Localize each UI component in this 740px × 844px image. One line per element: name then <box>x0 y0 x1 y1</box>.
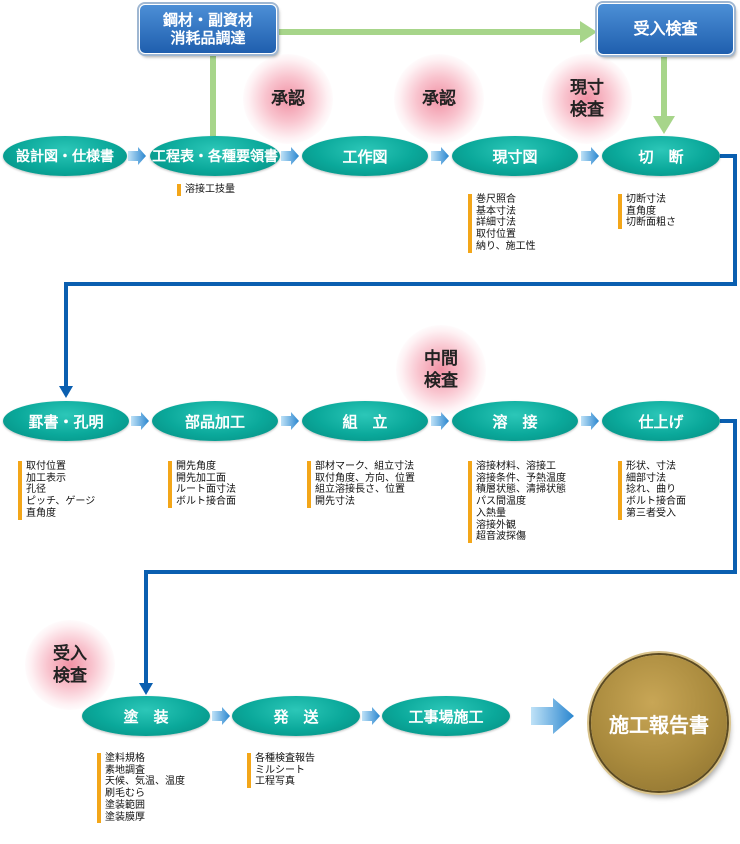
connector-arrowhead <box>59 386 73 398</box>
note-schedule: 溶接工技量 <box>177 184 235 196</box>
note-marking: 取付位置加工表示孔径ピッチ、ゲージ直角度 <box>18 461 95 520</box>
intermediate-stamp-line1: 中間 <box>424 349 458 369</box>
note-item: 第三者受入 <box>626 507 676 519</box>
construction-report: 施工報告書 <box>591 655 727 791</box>
note-full-size: 巻尺照合基本寸法詳細寸法取付位置納り、施工性 <box>468 194 536 253</box>
note-item: 工程写真 <box>255 776 295 788</box>
note-item: 部材マーク、組立寸法 <box>315 461 415 472</box>
note-item: 直角度 <box>626 205 656 217</box>
materials-label-2: 消耗品調達 <box>170 29 246 47</box>
note-item: 取付角度、方向、位置 <box>315 472 415 484</box>
node-cutting: 切 断 <box>602 136 720 176</box>
receiving-label: 受入検査 <box>633 19 698 38</box>
materials-label-1: 鋼材・副資材 <box>162 11 253 29</box>
note-item: ボルト接合面 <box>176 496 236 508</box>
connector-arrowhead <box>139 683 153 695</box>
materials-procurement-box: 鋼材・副資材 消耗品調達 <box>139 4 277 54</box>
note-item: 開先角度 <box>176 461 216 472</box>
node-full-size-drawing: 現寸図 <box>452 136 578 176</box>
note-item: 溶接条件、予熱温度 <box>476 472 566 484</box>
node-marking-drilling: 罫書・孔明 <box>3 401 129 441</box>
note-item: 切断面粗さ <box>626 217 676 229</box>
onsite-stamp-line2: 検査 <box>570 100 604 120</box>
onsite-inspection-stamp: 現寸 検査 <box>542 54 632 144</box>
node-assembly: 組 立 <box>302 401 428 441</box>
note-item: 取付位置 <box>476 229 516 241</box>
note-item: 開先加工面 <box>176 472 226 484</box>
note-item: 刷毛むら <box>105 788 145 800</box>
node-shop-drawing: 工作図 <box>302 136 428 176</box>
note-item: ルート面寸法 <box>176 484 236 496</box>
construction-report-label: 施工報告書 <box>609 712 709 737</box>
note-item: 塗装範囲 <box>105 799 145 811</box>
note-item: 納り、施工性 <box>476 240 536 252</box>
note-item: 詳細寸法 <box>476 217 516 229</box>
note-item: 開先寸法 <box>315 496 355 508</box>
receiving-stamp-line2: 検査 <box>53 666 87 686</box>
note-item: 孔径 <box>26 484 46 496</box>
note-item: 溶接工技量 <box>185 184 235 195</box>
receiving-arrowhead <box>653 116 675 134</box>
note-item: 超音波探傷 <box>476 531 526 543</box>
note-item: 形状、寸法 <box>626 461 676 472</box>
note-item: ミルシート <box>255 764 305 776</box>
note-item: 各種検査報告 <box>255 753 315 764</box>
connector-row1-row2 <box>64 154 737 388</box>
approval-stamp-1: 承認 <box>243 54 333 144</box>
note-item: 溶接材料、溶接工 <box>476 461 556 472</box>
node-design-drawings: 設計図・仕様書 <box>3 136 127 176</box>
node-welding: 溶 接 <box>452 401 578 441</box>
note-item: 基本寸法 <box>476 205 516 217</box>
receiving-inspection-box: 受入検査 <box>597 3 734 55</box>
note-item: パス間温度 <box>476 496 526 508</box>
note-item: ボルト接合面 <box>626 496 686 508</box>
note-item: 組立溶接長さ、位置 <box>315 484 405 496</box>
note-item: 天候、気温、温度 <box>105 776 185 788</box>
note-finishing: 形状、寸法細部寸法捻れ、曲りボルト接合面第三者受入 <box>618 461 686 520</box>
note-item: 切断寸法 <box>626 194 666 205</box>
note-parts: 開先角度開先加工面ルート面寸法ボルト接合面 <box>168 461 236 508</box>
note-item: 素地調査 <box>105 764 145 776</box>
node-site-construction: 工事場施工 <box>382 696 510 736</box>
onsite-stamp-line1: 現寸 <box>570 78 604 98</box>
note-item: 塗料規格 <box>105 753 145 764</box>
supply-arrowhead <box>580 21 597 43</box>
node-painting: 塗 装 <box>82 696 210 736</box>
note-cutting: 切断寸法直角度切断面粗さ <box>618 194 676 230</box>
node-shipping: 発 送 <box>232 696 360 736</box>
intermediate-stamp-line2: 検査 <box>424 371 458 391</box>
note-item: 捻れ、曲り <box>626 484 677 496</box>
note-item: 入熱量 <box>476 507 506 519</box>
note-welding: 溶接材料、溶接工溶接条件、予熱温度積層状態、清掃状態パス間温度入熱量溶接外観超音… <box>468 461 566 543</box>
note-item: 塗装膜厚 <box>105 811 145 823</box>
intermediate-inspection-stamp: 中間 検査 <box>396 325 486 415</box>
node-parts-processing: 部品加工 <box>152 401 278 441</box>
note-item: 溶接外観 <box>476 519 516 531</box>
chevron-arrows <box>128 147 599 725</box>
node-finishing: 仕上げ <box>602 401 720 441</box>
final-arrow <box>531 698 574 734</box>
approval-stamp-2: 承認 <box>394 54 484 144</box>
note-shipping: 各種検査報告ミルシート工程写真 <box>247 753 315 789</box>
note-item: ピッチ、ゲージ <box>26 496 96 508</box>
note-item: 積層状態、清掃状態 <box>476 484 566 496</box>
note-item: 取付位置 <box>26 461 66 472</box>
approval-stamp-1-text: 承認 <box>271 89 305 109</box>
note-painting: 塗料規格素地調査天候、気温、温度刷毛むら塗装範囲塗装膜厚 <box>97 753 185 824</box>
note-assembly: 部材マーク、組立寸法取付角度、方向、位置組立溶接長さ、位置開先寸法 <box>307 461 415 508</box>
receiving-inspection-stamp: 受入 検査 <box>25 620 115 710</box>
note-item: 加工表示 <box>26 472 66 484</box>
note-item: 直角度 <box>26 507 56 519</box>
connector-row2-row3 <box>144 419 737 685</box>
node-schedule-procedures: 工程表・各種要領書 <box>150 136 280 176</box>
approval-stamp-2-text: 承認 <box>422 89 456 109</box>
receiving-stamp-line1: 受入 <box>53 644 87 664</box>
note-item: 巻尺照合 <box>476 194 516 205</box>
note-item: 細部寸法 <box>626 472 666 484</box>
